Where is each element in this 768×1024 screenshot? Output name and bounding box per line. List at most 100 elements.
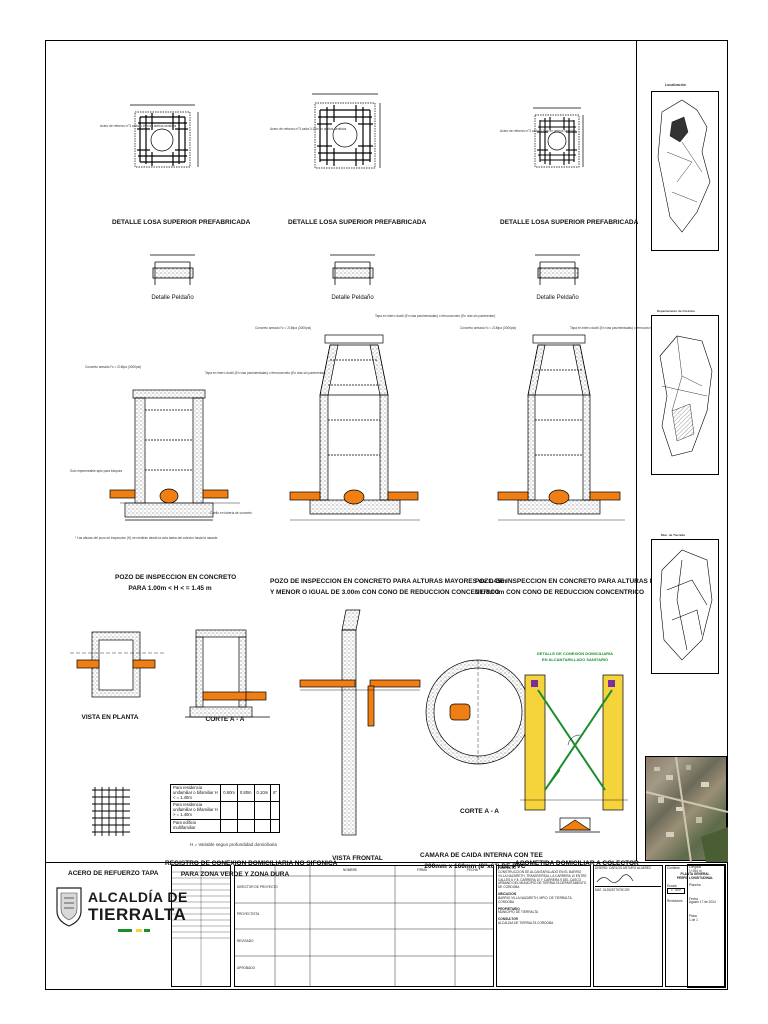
titulo-peldano-2: Detalle Peldaño (331, 295, 374, 301)
titulo-peldano-3: Detalle Peldaño (536, 295, 579, 301)
mapa-municipio (651, 539, 719, 674)
consultor-label: CONSULTOR (498, 917, 518, 922)
table-cell: Para residencia unifamiliar o bifamiliar… (169, 783, 222, 803)
tabla-registro: Para residencia unifamiliar o bifamiliar… (169, 783, 280, 833)
table-cell (253, 801, 272, 820)
plano-titulo-2: PERFIL LONGITUDINAL (676, 875, 714, 880)
table-cell: Para edificio multifamiliar (169, 818, 222, 833)
titulo-losa-3: DETALLE LOSA SUPERIOR PREFABRICADA (500, 219, 639, 226)
nota-cuello: Cuello en tubería de concreto (210, 511, 252, 515)
titulo-corte-aa: CORTE A - A (205, 716, 245, 723)
logo-bar-yellow (136, 929, 142, 932)
acometida-detail (555, 817, 600, 833)
camara-de-caida (425, 659, 531, 765)
role-aprobado: APROBADO (237, 966, 256, 970)
nota-tapa-3: Tapa en hierro ductil (En vias pavimenta… (570, 326, 691, 330)
propietario-texto: MUNICIPIO DE TIERRALTA (498, 910, 539, 915)
mun-label: Mun. de Tierralta (661, 533, 685, 537)
disenio-texto: DISEÑO: CARLOS ARTURO ALVAREZ (595, 866, 651, 870)
consultor-texto: ALCALDIA DE TIERRALTA CORDOBA (498, 921, 554, 926)
sidebar-panel: Localización Departamento de Córdoba Mun… (636, 41, 729, 863)
col-nombre: NOMBRE (343, 868, 357, 872)
table-cell (220, 801, 238, 820)
ubicacion-label: UBICACION (498, 892, 517, 897)
table-cell (236, 818, 255, 833)
titulo-pozo-2-l1: POZO DE INSPECCION EN CONCRETO PARA ALTU… (270, 578, 507, 585)
titulo-pozo-2-l2: Y MENOR O IGUAL DE 3.00m CON CONO DE RED… (270, 589, 500, 596)
titulo-registro-l2: PARA ZONA VERDE Y ZONA DURA (180, 871, 290, 878)
escudo-icon (54, 883, 84, 928)
vista-en-planta (70, 631, 165, 698)
mapa-departamento (651, 315, 719, 475)
titulo-detalle-conexion-l1: DETALLE DE CONEXIÓN DOMICILIARIA (536, 651, 614, 656)
titulo-vista-planta: VISTA EN PLANTA (81, 714, 139, 721)
longitud-label: Longitud (689, 865, 702, 869)
propietario-label: PROPIETARIO (498, 906, 520, 911)
role-director: DIRECTOR DE PROYECTO (237, 885, 278, 889)
plano-titulo-1: PLANTA GENERAL (680, 871, 710, 876)
ubicacion-texto: BARRIO VILLA NAZARETH, MPIO. DE TIERRALT… (498, 895, 573, 904)
plano-valor: 1 de 1 (689, 918, 698, 923)
tabla-firmas: NOMBRE FIRMA FECHA DIRECTOR DE PROYECTO … (234, 865, 494, 987)
logo-alcaldia-line1: ALCALDÍA DE (88, 889, 188, 905)
table-cell (270, 818, 280, 833)
table-cell: 0.10m (253, 783, 272, 803)
fecha-label: Fecha (689, 896, 698, 901)
nota-refuerzo-1: Acero de refuerzo n°3 cada 0.15m en ambo… (100, 124, 177, 128)
contiene-label: Contiene (667, 866, 680, 870)
mat-texto: MAT. 01252577979COR (595, 887, 630, 892)
pozo-inspeccion-2 (289, 334, 420, 521)
bloque-disenio: DISEÑO: CARLOS ARTURO ALVAREZ MAT. 01252… (593, 865, 663, 987)
nota-tapa-1: Tapa en hierro ductil (En vias pavimenta… (205, 371, 326, 375)
losa-superior-1 (130, 104, 199, 168)
titulo-pozo-1-l2: PARA 1.00m < H < = 1.45 m (128, 585, 212, 592)
titulo-pozo-3-l1: POZO DE INSPECCION EN CONCRETO PARA ALTU… (475, 578, 682, 585)
peldano-3 (535, 254, 580, 285)
table-cell: 6" (270, 783, 280, 803)
title-block: ALCALDÍA DE TIERRALTA NOMBRE FIRMA (46, 862, 727, 989)
logo-alcaldia-line2: TIERRALTA (88, 905, 187, 924)
mapa-colombia (651, 91, 719, 251)
col-firma: FIRMA (417, 868, 427, 872)
nota-refuerzo-2: Acero de refuerzo n°3 cada 0.15m en ambo… (270, 127, 347, 131)
logo-bar-green (118, 929, 132, 932)
titulo-acometida: ACOMETIDA DOMICILIAR A COLECTOR (515, 860, 639, 867)
table-cell (220, 818, 238, 833)
col-fecha: FECHA (467, 868, 478, 872)
role-proyectista: PROYECTISTA (237, 912, 260, 916)
titulo-pozo-3-l2: DE 3.00m CON CONO DE REDUCCION CONCENTRI… (475, 589, 645, 596)
table-cell (236, 801, 255, 820)
titulo-camara-l2: 200mm x 160mm (8"x6") DE PVC (424, 863, 526, 870)
titulo-registro-l1: REGISTRO DE CONEXION DOMICILIARIA NO SIF… (165, 860, 338, 867)
tabla-tramos (171, 865, 231, 987)
titulo-losa-1: DETALLE LOSA SUPERIOR PREFABRICADA (112, 219, 251, 226)
corte-a-a-registro (185, 629, 270, 718)
titulo-pozo-1-l1: POZO DE INSPECCION EN CONCRETO (115, 574, 237, 581)
bloque-proyecto: PROYECTO CONSTRUCCION DE ALCANTARILLADO … (496, 865, 591, 987)
titulo-acero-tapa: ACERO DE REFUERZO TAPA (68, 870, 159, 877)
vista-frontal (299, 609, 421, 836)
role-revisado: REVISADO (237, 939, 254, 943)
pozo-inspeccion-3 (497, 334, 625, 521)
peldano-1 (150, 254, 195, 285)
table-row: Para residencia unifamiliar o bifamiliar… (169, 783, 280, 803)
table-row: Para edificio multifamiliar (169, 818, 280, 833)
logo-bar-green-2 (144, 929, 150, 932)
fecha-valor: Agosto 17 de 2024 (689, 900, 716, 905)
table-cell (253, 818, 272, 833)
nota-concreto-3: Concreto armado f'c = 21Mpa (3000psi) (460, 326, 517, 330)
plano-label: Plano (689, 914, 698, 919)
longitud-valor: 1+254 m (689, 868, 702, 873)
dept-label: Departamento de Córdoba (657, 309, 695, 313)
firma-signature (595, 873, 661, 887)
proyecto-texto: CONSTRUCCION DE ALCANTARILLADO EN EL BAR… (498, 869, 587, 890)
nota-concreto-1: Concreto armado f'c = 21Mpa (3000psi) (85, 365, 142, 369)
pozo-inspeccion-1 (109, 389, 240, 521)
sheet-frame (45, 40, 728, 990)
titulo-camara-l1: CAMARA DE CAIDA INTERNA CON TEE (420, 852, 543, 859)
nota-h-variable: H = Variable segun profundidad domicilia… (190, 842, 277, 847)
titulo-losa-2: DETALLE LOSA SUPERIOR PREFABRICADA (288, 219, 427, 226)
plancha-label: Plancha (689, 882, 701, 887)
